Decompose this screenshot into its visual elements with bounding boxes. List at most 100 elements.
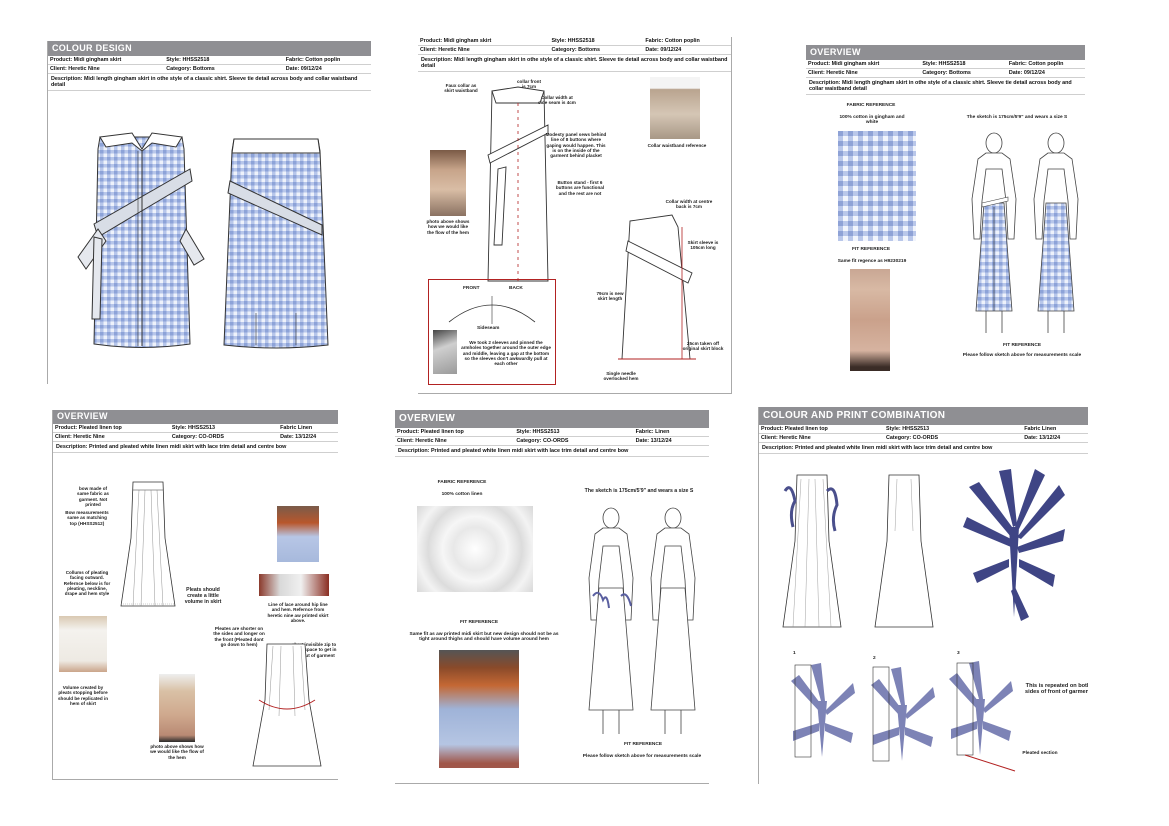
- fabric-reference-text: 100% cotton in gingham and white: [839, 115, 905, 125]
- fit-reference-text: Same fit as aw printed midi skirt but ne…: [409, 632, 559, 642]
- annotation-volume-note: Volume created by pleats stopping before…: [57, 685, 109, 706]
- gingham-fabric-swatch: [838, 131, 916, 241]
- page-header: OVERVIEW: [806, 45, 1085, 60]
- annotation-taken-off: 25cm taken off original skirt block: [682, 341, 724, 352]
- product-cell: Product: Midi gingham skirt: [48, 56, 165, 65]
- page-header: COLOUR AND PRINT COMBINATION: [759, 407, 1088, 425]
- croquis-front: [971, 132, 1017, 333]
- label-front: FRONT: [463, 286, 480, 291]
- annotation-collar-front: collar front is 7cm: [517, 79, 541, 90]
- gingham-skirt-back-sketch: [223, 138, 329, 349]
- client-cell: Client: Heretic Nine: [53, 432, 170, 442]
- category-cell: Category: Bottoms: [164, 64, 284, 74]
- client-cell: Client: Heretic Nine: [418, 45, 550, 55]
- category-cell: Category: CO-ORDS: [884, 433, 1023, 443]
- client-cell: Client: Heretic Nine: [759, 433, 885, 443]
- print-placement-3: [949, 661, 1016, 772]
- placement-number-1: 1: [793, 651, 796, 656]
- pleat-reference-photo: [59, 616, 107, 672]
- fabric-reference-text: 100% cotton linen: [441, 492, 483, 497]
- croquis-front: [588, 507, 634, 734]
- page-header: COLOUR DESIGN: [48, 41, 371, 56]
- fit-reference-photo: [850, 269, 890, 371]
- skirt-front-flat-sketch: [487, 86, 549, 282]
- fabric-reference-title: FABRIC REFERENCE: [437, 480, 487, 485]
- placement-number-2: 2: [873, 656, 876, 661]
- sleeve-diagram-box: FRONT BACK Sideseam We took 2 sleeves an…: [428, 279, 556, 385]
- product-cell: Product: Midi gingham skirt: [806, 60, 921, 69]
- annotation-pleats-volume: Pleats should create a little volume in …: [184, 587, 222, 605]
- sleeve-sample-photo: [433, 330, 457, 374]
- client-cell: Client: Heretic Nine: [806, 68, 921, 78]
- page-colour-print: COLOUR AND PRINT COMBINATION Product: Pl…: [758, 407, 1088, 784]
- fit-reference-text: Same fit regence as H9230219: [837, 259, 907, 264]
- category-cell: Category: Bottoms: [549, 45, 644, 55]
- description: Description: Printed and pleated white l…: [395, 446, 709, 457]
- date-cell: Date: 13/12/24: [278, 432, 338, 442]
- date-cell: Date: 13/12/24: [1022, 433, 1088, 443]
- annotation-zip: short invisible zip to allow space to ge…: [291, 642, 337, 658]
- fabric-cell: Fabric: Cotton poplin: [283, 56, 371, 65]
- style-cell: Style: HHSS2513: [514, 428, 634, 437]
- date-cell: Date: 09/12/24: [1006, 68, 1085, 78]
- fabric-cell: Fabric: Linen: [633, 428, 709, 437]
- annotation-modesty-panel: Modesty panel sews behind line of 8 butt…: [545, 132, 607, 159]
- description: Description: Printed and pleated white l…: [759, 443, 1088, 454]
- fabric-reference-title: FABRIC REFERENCE: [846, 103, 896, 108]
- page-colour-design: COLOUR DESIGN Product: Midi gingham skir…: [47, 41, 371, 384]
- linen-fabric-swatch: [417, 506, 533, 592]
- fit-reference-title: FIT REFERENCE: [459, 620, 499, 625]
- style-cell: Style: HHSS2518: [920, 60, 1007, 69]
- croquis-back: [650, 507, 696, 734]
- annotation-skirt-length: 79cm is new skirt length: [596, 291, 624, 302]
- croquis-back: [1033, 132, 1079, 333]
- style-cell: Style: HHSS2513: [884, 425, 1023, 434]
- pleated-section-label: Pleated section: [1022, 751, 1058, 756]
- sketch-note: The sketch is 175cm/5'9" and wears a siz…: [584, 488, 694, 494]
- sketch-note: The sketch is 175cm/5'9" and wears a siz…: [966, 115, 1068, 120]
- print-placement-2: [871, 666, 935, 762]
- fabric-cell: Fabric Linen: [1022, 425, 1088, 434]
- hem-flow-photo: [159, 674, 195, 742]
- annotation-collar-width: Collar width at side seam is 4cm: [538, 95, 576, 106]
- lace-hem-photo: [259, 574, 329, 596]
- label-sideseam: Sideseam: [477, 326, 500, 331]
- annotation-columns: Collums of pleating facing outward. Refe…: [63, 570, 111, 597]
- fabric-cell: Fabric: Cotton poplin: [643, 37, 731, 46]
- placement-number-3: 3: [957, 651, 960, 656]
- scale-note: Please follow sketch above for measureme…: [962, 353, 1082, 358]
- annotation-photo-hem: photo above shows how we would like the …: [426, 219, 470, 235]
- printed-skirt-photo: [277, 506, 319, 562]
- client-cell: Client: Heretic Nine: [48, 64, 165, 74]
- annotation-faux-collar: Faux collar as skirt waistband: [444, 83, 478, 94]
- annotation-collar-ref: Collar waistband reference: [647, 143, 707, 148]
- collar-reference-photo: [650, 77, 700, 139]
- annotation-bow-measure: Bow measurements same as matching top (H…: [65, 510, 109, 526]
- print-placement-1: [791, 663, 855, 758]
- description: Description: Printed and pleated white l…: [53, 442, 338, 453]
- annotation-sleeves-note: We took 2 sleeves and pinned the armhole…: [461, 340, 551, 367]
- pleated-skirt-back-sketch: [252, 643, 322, 767]
- printed-skirt-back-sketch: [874, 474, 934, 628]
- annotation-collar-back: Collar width at centre back is 7cm: [665, 199, 713, 210]
- fabric-cell: Fabric Linen: [278, 424, 338, 433]
- annotation-needle-hem: Single needle overlocked hem: [603, 371, 639, 382]
- repeat-note: This is repeated on both sides of front …: [1025, 683, 1088, 695]
- client-cell: Client: Heretic Nine: [395, 436, 515, 446]
- hem-flow-photo: [430, 150, 466, 216]
- scale-note: Please follow sketch above for measureme…: [582, 754, 702, 759]
- description: Description: Midi length gingham skirt i…: [418, 55, 731, 72]
- category-cell: Category: CO-ORDS: [169, 432, 279, 442]
- annotation-skirt-sleeve: Skirt sleeve is 105cm long: [687, 240, 719, 251]
- description: Description: Midi length gingham skirt i…: [806, 78, 1085, 95]
